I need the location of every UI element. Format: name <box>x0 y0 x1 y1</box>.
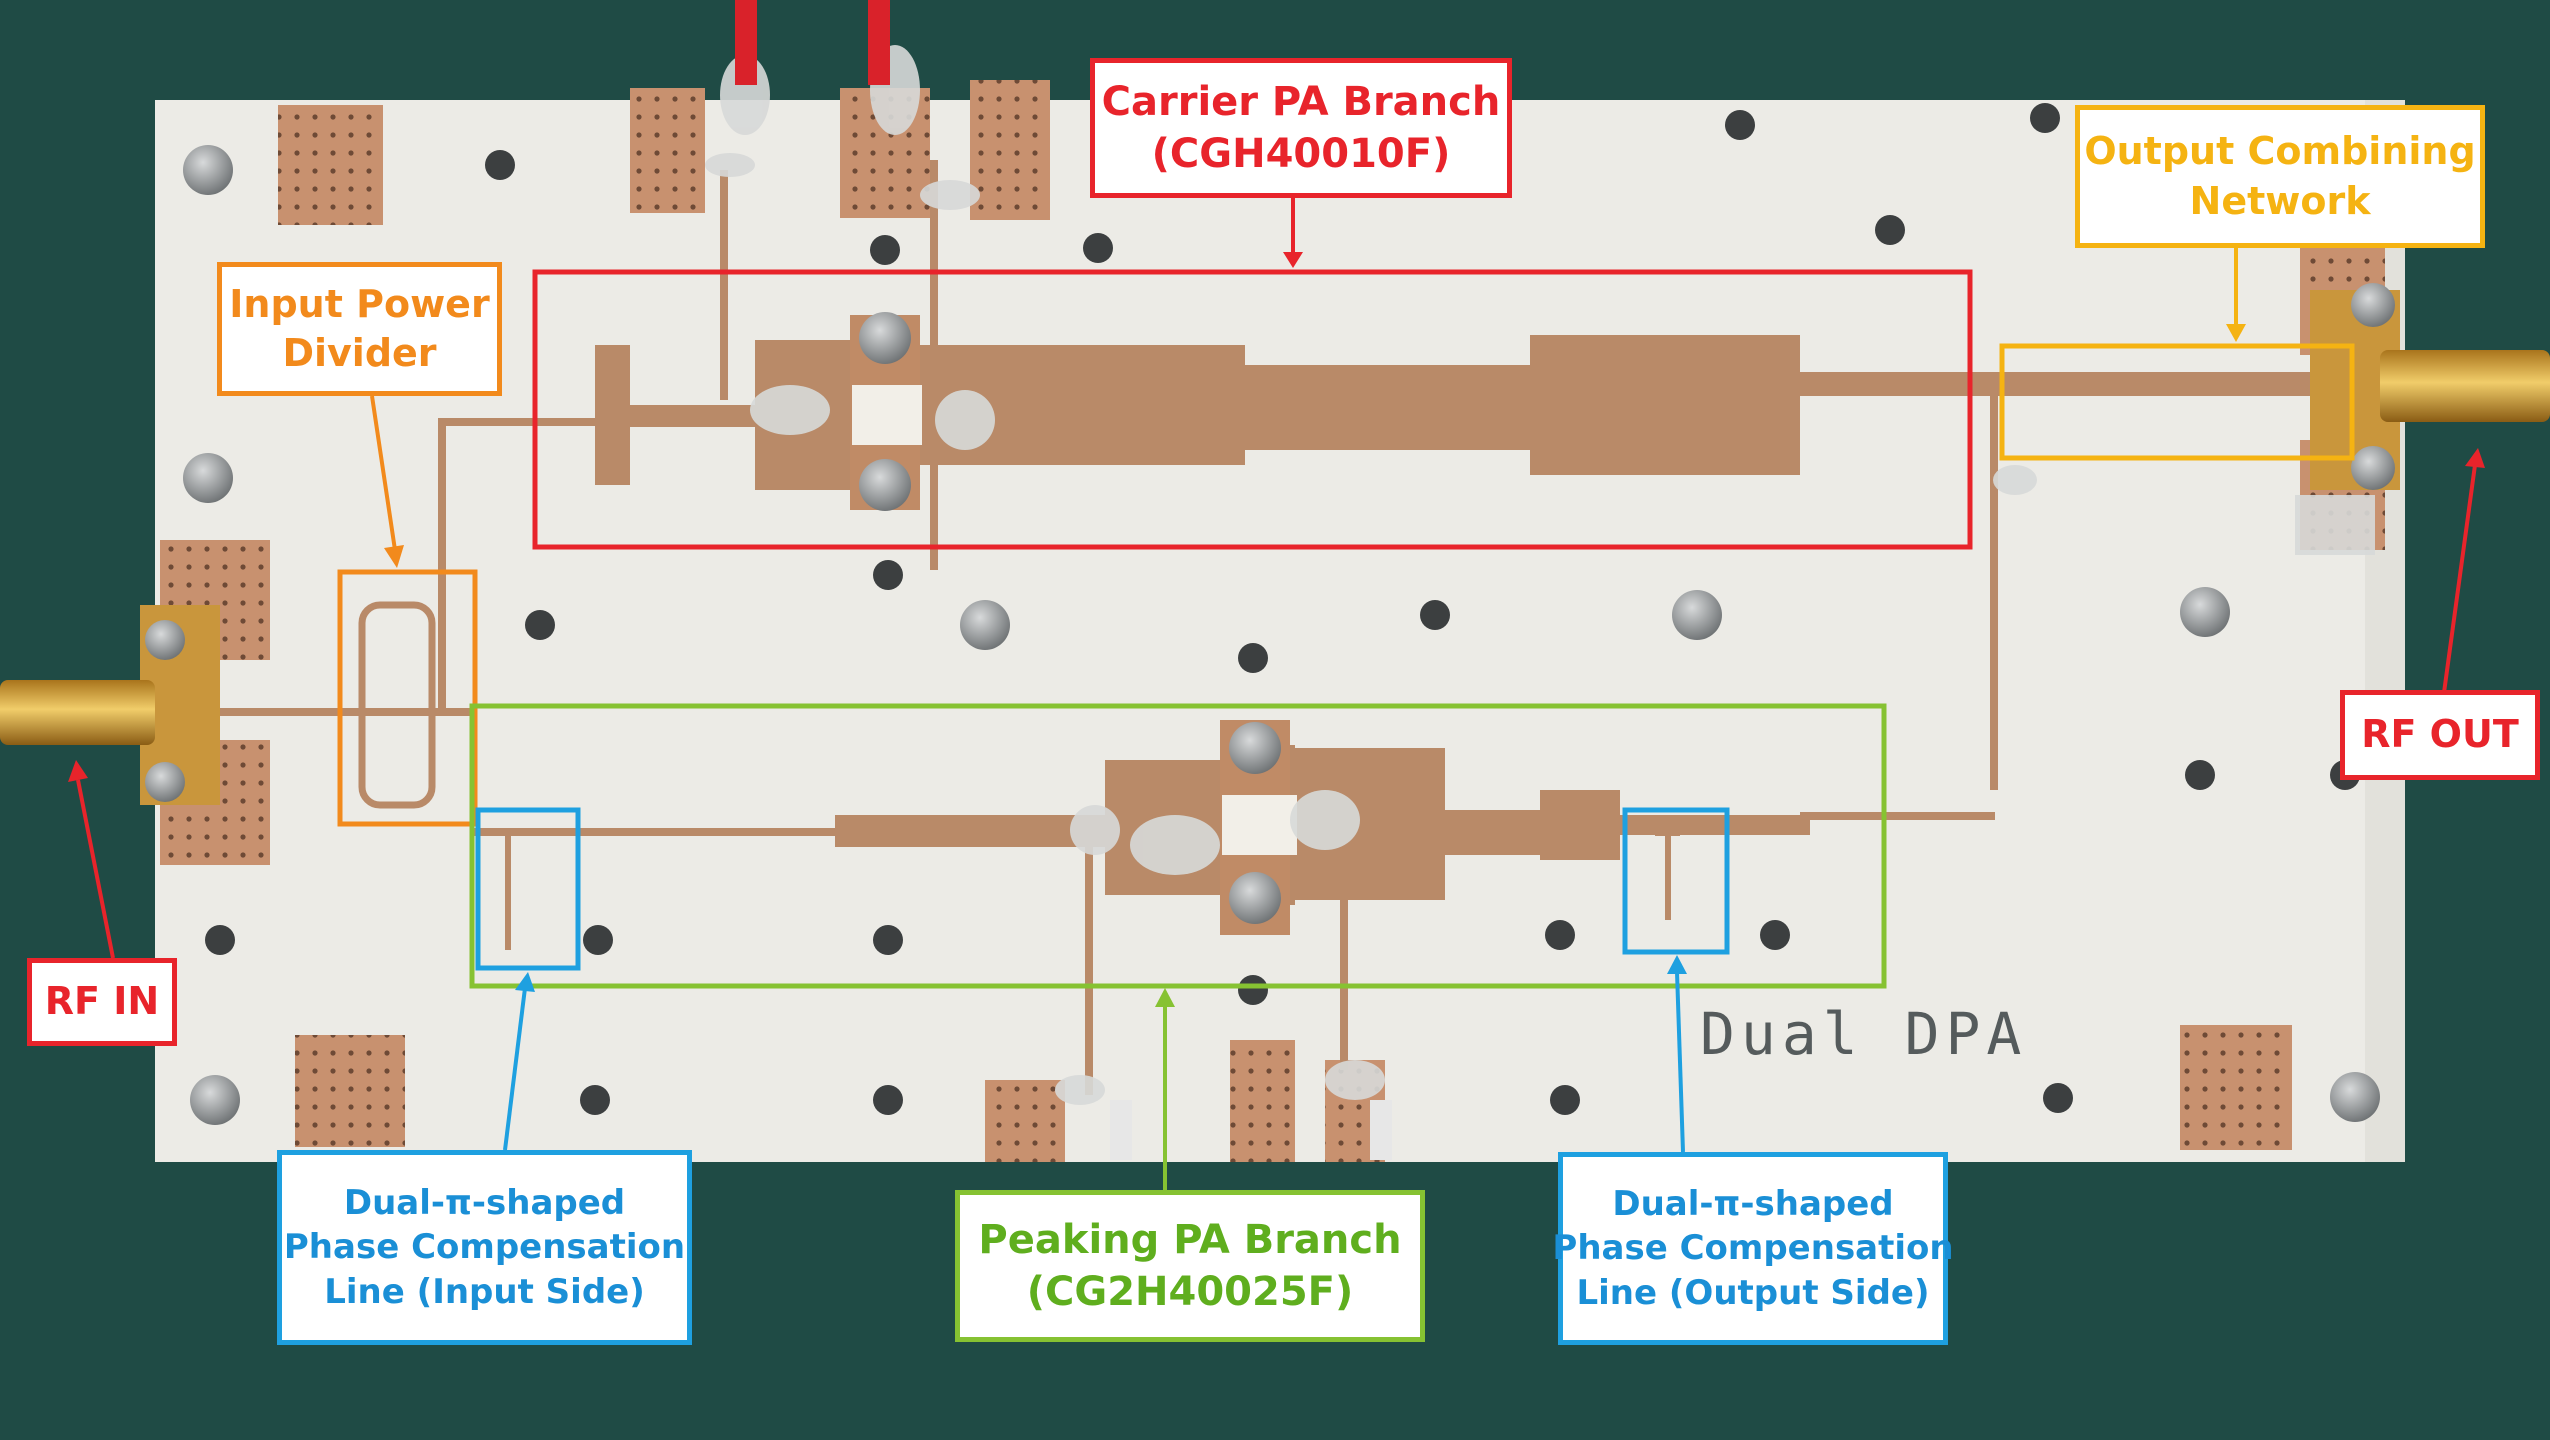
comp-input-line1: Dual-π-shaped <box>343 1183 626 1224</box>
comp-input-callout: Dual-π-shaped Phase Compensation Line (I… <box>277 1150 692 1345</box>
carrier-branch-device: (CGH40010F) <box>1151 131 1451 177</box>
screws <box>145 145 2395 1125</box>
output-combining-line2: Network <box>2189 178 2371 223</box>
divider-frame <box>337 569 478 827</box>
solder <box>705 45 2375 1105</box>
input-divider-line1: Input Power <box>229 281 490 326</box>
input-divider-line2: Divider <box>282 331 437 375</box>
wires <box>735 0 1392 1160</box>
comp-output-line3: Line (Output Side) <box>1576 1272 1930 1313</box>
comp-output-frame <box>1622 807 1730 955</box>
comp-output-callout: Dual-π-shaped Phase Compensation Line (O… <box>1552 1152 1954 1345</box>
carrier-branch-callout: Carrier PA Branch (CGH40010F) <box>1090 58 1512 198</box>
output-combining-line1: Output Combining <box>2084 129 2476 174</box>
pcb-board <box>155 100 2405 1162</box>
comp-input-frame <box>475 807 581 971</box>
carrier-frame <box>532 269 1973 550</box>
peaking-branch-callout: Peaking PA Branch (CG2H40025F) <box>955 1190 1425 1342</box>
comp-input-line2: Phase Compensation <box>283 1227 686 1268</box>
rf-out-callout: RF OUT <box>2340 690 2540 780</box>
rf-in-callout: RF IN <box>27 958 177 1046</box>
combiner-frame <box>1999 343 2355 461</box>
peaking-branch-title: Peaking PA Branch <box>978 1217 1402 1263</box>
rf-out-label: RF OUT <box>2361 712 2519 757</box>
peaking-frame <box>469 703 1887 989</box>
board-silkscreen: Dual DPA <box>1700 1000 2028 1068</box>
output-combining-callout: Output Combining Network <box>2075 105 2485 248</box>
comp-output-line2: Phase Compensation <box>1552 1228 1954 1269</box>
annotation-frames <box>337 269 2355 989</box>
peaking-branch-device: (CG2H40025F) <box>1026 1269 1354 1315</box>
rf-in-label: RF IN <box>44 979 160 1024</box>
arrows <box>68 198 2485 1190</box>
input-divider-callout: Input Power Divider <box>217 262 502 396</box>
comp-input-line3: Line (Input Side) <box>324 1271 645 1312</box>
mounting-holes <box>205 103 2360 1115</box>
carrier-branch-title: Carrier PA Branch <box>1101 79 1501 125</box>
comp-output-line1: Dual-π-shaped <box>1612 1184 1894 1225</box>
